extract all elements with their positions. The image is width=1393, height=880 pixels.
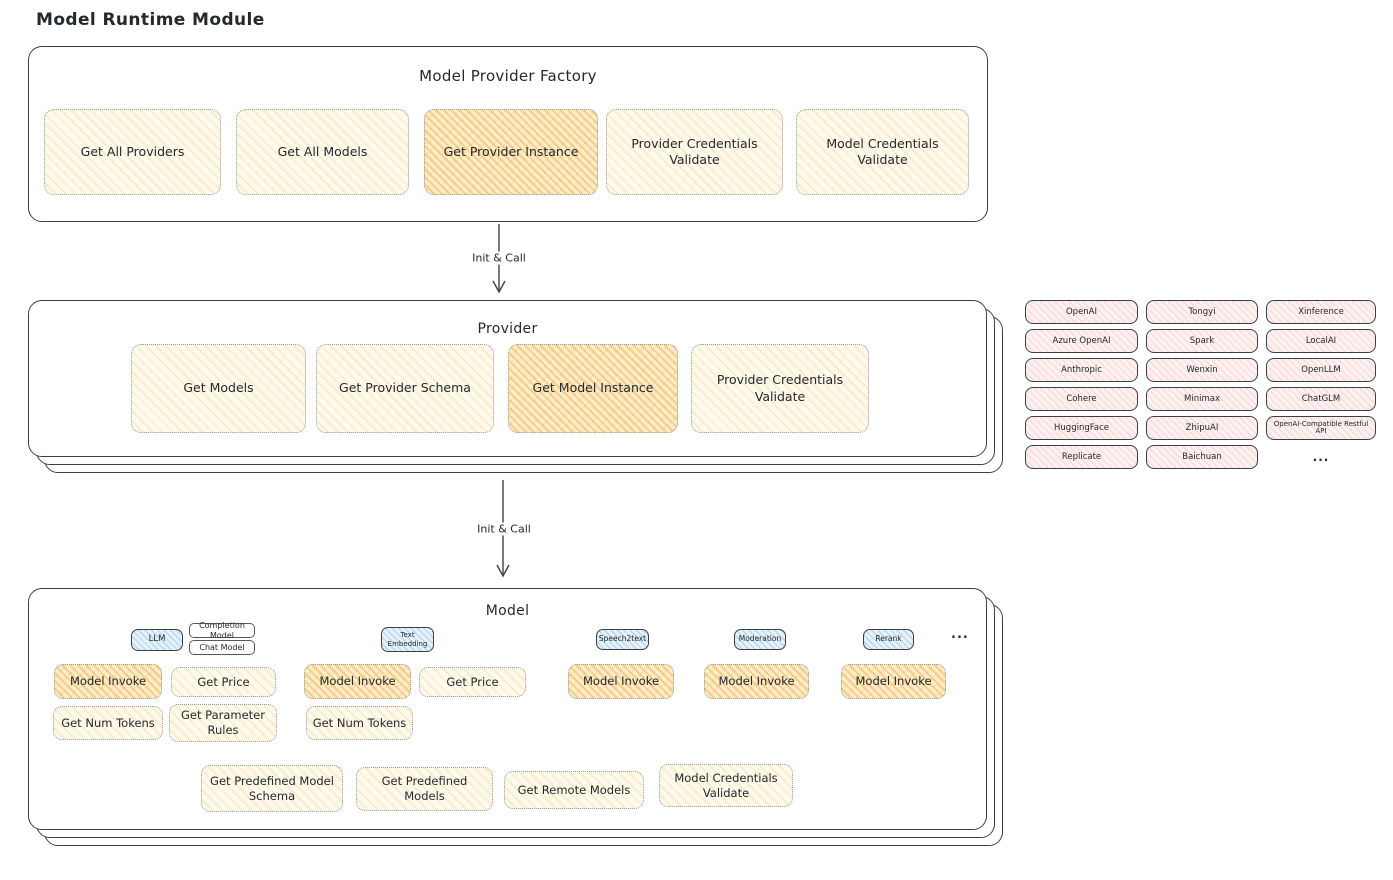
- node-get-num-tokens-text-embedding: Get Num Tokens: [306, 706, 413, 740]
- provider-chip: Spark: [1146, 329, 1258, 353]
- node-model-invoke-text-embedding: Model Invoke: [304, 664, 411, 699]
- provider-chip: Xinference: [1266, 300, 1376, 324]
- provider-chip: OpenAI-Compatible Restful API: [1266, 416, 1376, 440]
- tag-speech2text: Speech2text: [596, 629, 649, 650]
- node-get-num-tokens-llm: Get Num Tokens: [53, 706, 163, 740]
- node-model-invoke-rerank: Model Invoke: [841, 664, 946, 699]
- provider-chip: OpenAI: [1025, 300, 1138, 324]
- tag-completion-model: Completion Model: [189, 621, 255, 640]
- node-get-all-models: Get All Models: [236, 109, 409, 195]
- provider-chip: HuggingFace: [1025, 416, 1138, 440]
- node-get-price-text-embedding: Get Price: [419, 667, 526, 697]
- provider-chip: Wenxin: [1146, 358, 1258, 382]
- node-get-parameter-rules: Get Parameter Rules: [169, 704, 277, 742]
- provider-chip: Azure OpenAI: [1025, 329, 1138, 353]
- node-get-provider-instance: Get Provider Instance: [424, 109, 598, 195]
- provider-chip: Minimax: [1146, 387, 1258, 411]
- model-provider-factory-box: Model Provider Factory Get All Providers…: [28, 46, 988, 222]
- model-box: Model LLM Completion Model Chat Model Te…: [28, 588, 987, 830]
- model-types-ellipsis: ...: [951, 627, 969, 642]
- node-provider-credentials-validate-2: Provider Credentials Validate: [691, 344, 869, 433]
- node-get-models: Get Models: [131, 344, 306, 433]
- node-get-all-providers: Get All Providers: [44, 109, 221, 195]
- provider-title: Provider: [477, 321, 538, 337]
- node-get-provider-schema: Get Provider Schema: [316, 344, 494, 433]
- tag-moderation: Moderation: [734, 629, 786, 650]
- arrow-label-init-call-bottom: Init & Call: [472, 522, 536, 536]
- provider-chip: Replicate: [1025, 445, 1138, 469]
- model-title: Model: [485, 603, 530, 619]
- node-get-remote-models: Get Remote Models: [504, 771, 644, 809]
- page-title: Model Runtime Module: [36, 10, 265, 30]
- provider-chip: Cohere: [1025, 387, 1138, 411]
- provider-chip: ZhipuAI: [1146, 416, 1258, 440]
- providers-ellipsis: ...: [1312, 450, 1330, 464]
- factory-title: Model Provider Factory: [419, 67, 597, 85]
- tag-llm: LLM: [131, 629, 183, 651]
- provider-chip: OpenLLM: [1266, 358, 1376, 382]
- node-get-price-llm: Get Price: [171, 667, 276, 697]
- node-model-invoke-moderation: Model Invoke: [704, 664, 809, 699]
- arrow-label-init-call-top: Init & Call: [467, 251, 531, 265]
- tag-text-embedding: Text Embedding: [381, 627, 434, 652]
- node-model-credentials-validate: Model Credentials Validate: [796, 109, 969, 195]
- node-model-invoke-llm: Model Invoke: [54, 664, 162, 699]
- provider-chip: Tongyi: [1146, 300, 1258, 324]
- provider-chip: ChatGLM: [1266, 387, 1376, 411]
- node-model-credentials-validate-2: Model Credentials Validate: [659, 764, 793, 807]
- provider-chip: Anthropic: [1025, 358, 1138, 382]
- node-provider-credentials-validate: Provider Credentials Validate: [606, 109, 783, 195]
- node-get-predefined-model-schema: Get Predefined Model Schema: [201, 765, 343, 812]
- provider-chip: LocalAI: [1266, 329, 1376, 353]
- node-get-predefined-models: Get Predefined Models: [356, 767, 493, 811]
- provider-chip: Baichuan: [1146, 445, 1258, 469]
- provider-box: Provider Get Models Get Provider Schema …: [28, 300, 987, 457]
- tag-rerank: Rerank: [863, 629, 914, 650]
- node-model-invoke-speech2text: Model Invoke: [568, 664, 674, 699]
- tag-chat-model: Chat Model: [189, 640, 255, 655]
- providers-grid: OpenAI Tongyi Xinference Azure OpenAI Sp…: [1025, 300, 1376, 469]
- node-get-model-instance: Get Model Instance: [508, 344, 678, 433]
